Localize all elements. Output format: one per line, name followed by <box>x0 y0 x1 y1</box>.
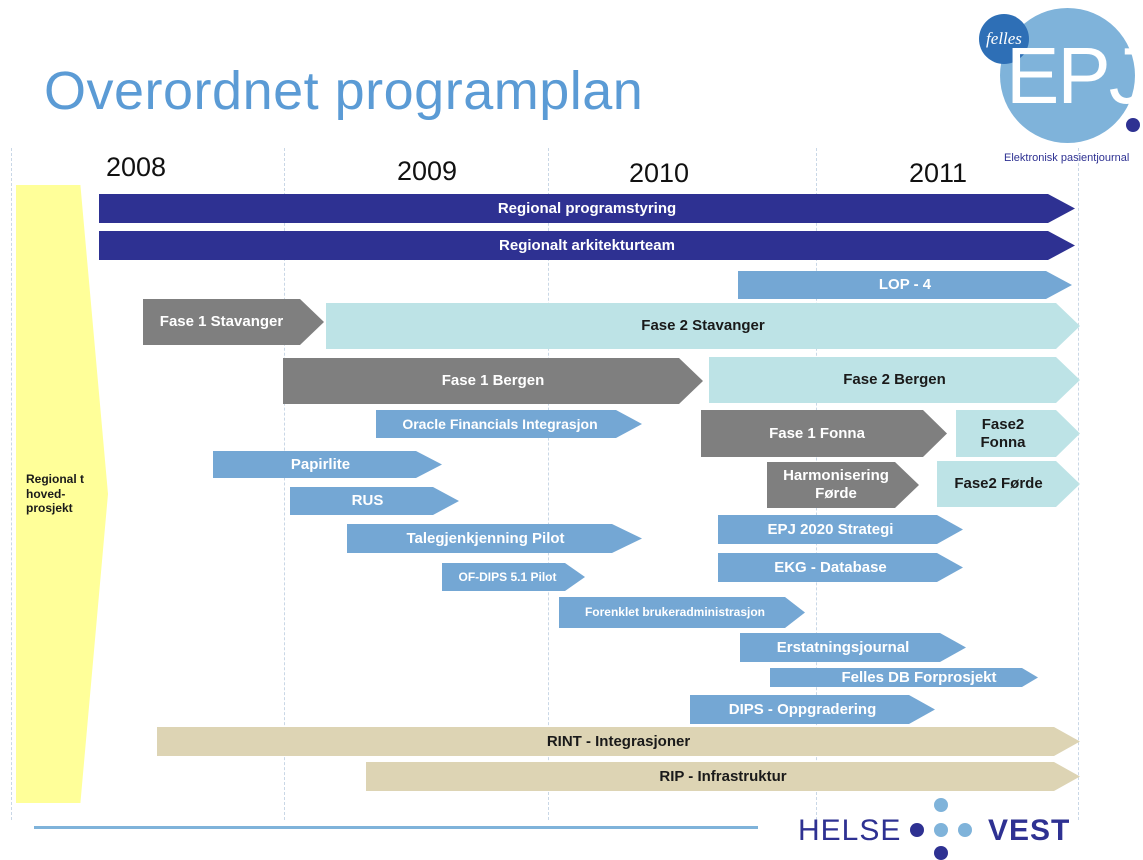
bar-rip-infrastruktur: RIP - Infrastruktur <box>366 762 1080 791</box>
bar-rus: RUS <box>290 487 459 515</box>
bar-epj-2020-strategi: EPJ 2020 Strategi <box>718 515 963 544</box>
bar-talegjenkjenning-pilot: Talegjenkjenning Pilot <box>347 524 642 553</box>
helse-vest-logo-dot <box>958 823 972 837</box>
bar-fase2-forde: Fase2 Førde <box>937 461 1080 507</box>
helse-vest-logo-right: VEST <box>988 814 1071 847</box>
bar-dips-oppgradering: DIPS - Oppgradering <box>690 695 935 724</box>
bar-of-dips-pilot: OF-DIPS 5.1 Pilot <box>442 563 585 591</box>
bar-fase1-fonna: Fase 1 Fonna <box>701 410 947 457</box>
bar-fase1-stavanger: Fase 1 Stavanger <box>143 299 324 345</box>
logo-dot <box>1126 118 1140 132</box>
year-label-2008: 2008 <box>106 152 167 182</box>
year-label-2010: 2010 <box>629 158 690 188</box>
year-divider <box>548 148 549 820</box>
helse-vest-logo-dot <box>934 798 948 812</box>
bar-ekg-database: EKG - Database <box>718 553 963 582</box>
bar-papirlite: Papirlite <box>213 451 442 478</box>
year-divider <box>284 148 285 820</box>
bar-rint-integrasjoner: RINT - Integrasjoner <box>157 727 1080 756</box>
bar-fase2-fonna: Fase2 Fonna <box>956 410 1080 457</box>
logo-felles-badge: felles <box>979 14 1029 64</box>
footer-divider <box>34 826 758 829</box>
logo-subtitle: Elektronisk pasientjournal <box>1004 152 1130 164</box>
year-label-2009: 2009 <box>397 156 458 186</box>
helse-vest-logo-dot <box>910 823 924 837</box>
side-label-arrow: Regional t hoved-prosjekt <box>16 185 108 803</box>
helse-vest-logo-dot <box>934 823 948 837</box>
bar-fase2-stavanger: Fase 2 Stavanger <box>326 303 1080 349</box>
helse-vest-logo-dot <box>934 846 948 860</box>
year-label-2011: 2011 <box>909 158 968 188</box>
bar-fase1-bergen: Fase 1 Bergen <box>283 358 703 404</box>
helse-vest-logo-left: HELSE <box>798 814 902 847</box>
bar-oracle-financials: Oracle Financials Integrasjon <box>376 410 642 438</box>
bar-regionalt-arkitekturteam: Regionalt arkitekturteam <box>99 231 1075 260</box>
year-divider <box>11 148 12 820</box>
bar-felles-db-forprosjekt: Felles DB Forprosjekt <box>770 668 1038 687</box>
page-title: Overordnet programplan <box>44 61 644 121</box>
side-label-text: Regional t hoved-prosjekt <box>26 472 85 516</box>
bar-lop-4: LOP - 4 <box>738 271 1072 299</box>
bar-fase2-bergen: Fase 2 Bergen <box>709 357 1080 403</box>
bar-erstatningsjournal: Erstatningsjournal <box>740 633 966 662</box>
bar-regional-programstyring: Regional programstyring <box>99 194 1075 223</box>
bar-harmonisering-forde: Harmonisering Førde <box>767 462 919 508</box>
bar-forenklet-brukeradministrasjon: Forenklet brukeradministrasjon <box>559 597 805 628</box>
logo-epj-text: EPJ <box>1006 31 1143 120</box>
